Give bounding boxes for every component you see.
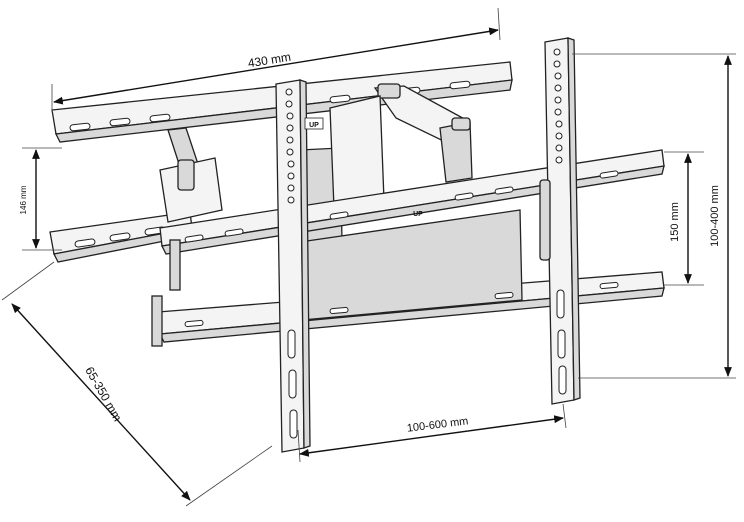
horizontal-rails [151,149,665,347]
up-label-plate: UP [309,122,319,129]
vesa-bar-left-holes [285,88,298,439]
rail-slots [184,170,619,328]
vesa-vertical-label: 100-400 mm [709,185,721,247]
dimension-100-600: 100-600 mm [297,403,567,463]
wall-distance-label: 65-350 mm [82,364,124,424]
up-marking-bar: UP [413,211,423,218]
vesa-bar-right [539,37,581,405]
up-label-bar: UP [413,211,423,218]
articulating-arms [159,83,473,243]
up-marking-plate: UP [304,117,324,130]
dimension-100-400: 100-400 mm [572,53,736,379]
width-430-label: 430 mm [247,50,292,71]
height-150-label: 150 mm [669,202,681,242]
dimension-65-350: 65-350 mm [1,261,273,507]
dimension-150: 150 mm [664,151,704,286]
vesa-bar-right-holes [553,48,567,395]
dimension-146: 146 mm [19,147,62,251]
vesa-bar-left [275,79,311,453]
height-146-label: 146 mm [19,185,28,214]
dimension-430: 430 mm [51,7,501,112]
